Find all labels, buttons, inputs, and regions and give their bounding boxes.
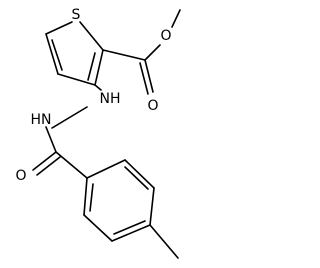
bond-ring-6-1-inner (89, 183, 94, 212)
bond-ring-3-4 (149, 187, 155, 226)
bond-ester-carbonyl (144, 59, 154, 93)
bond-nh-hn (51, 106, 88, 129)
atom-hydrazine-hn-label: HN (31, 112, 52, 128)
bond-amide-carbonyl-second (36, 156, 61, 176)
bond-s-c5 (45, 21, 73, 35)
atom-hydrazine-nh-label: NH (100, 91, 121, 107)
atom-ester-ether-oxygen-label: O (160, 28, 171, 44)
bond-c3-c2-inner (87, 52, 96, 81)
bond-c2-s (79, 21, 104, 51)
bond-oxygen-methyl (171, 9, 181, 28)
atom-ester-carbonyl-oxygen-label: O (147, 98, 158, 114)
bond-ring-6-1 (83, 177, 88, 216)
chemical-structure-diagram: S O O NH HN O (15, 7, 181, 259)
thiophene-ring (45, 21, 104, 86)
bond-ring-1-2 (86, 159, 126, 179)
bond-ring-5-6 (83, 214, 113, 242)
bond-ester-carbon-oxygen (144, 44, 161, 61)
atom-amide-oxygen-label: O (15, 168, 26, 184)
bond-ester-carbonyl-second (139, 62, 149, 95)
bond-c5-c4-inner (51, 39, 63, 71)
bond-ring-2-3 (124, 159, 155, 189)
bond-amide-carbonyl (32, 151, 57, 171)
bond-carbonyl-carbon-ring (55, 151, 88, 179)
bond-c4-c3 (57, 73, 96, 86)
bond-c2-ester-carbon (102, 49, 146, 61)
hydrazide-linkage (32, 84, 102, 179)
bond-ring-4-5-inner (113, 220, 146, 235)
bond-c3-nh (94, 84, 102, 91)
atom-labels: S O O NH HN O (15, 7, 171, 184)
bond-c5-c4 (45, 33, 59, 75)
bond-ring-4-5 (111, 224, 151, 242)
bond-ring-methyl (149, 224, 179, 259)
bond-c3-c2 (94, 49, 104, 86)
bond-ring-2-3-inner (124, 166, 149, 190)
methyl-ester-group (102, 9, 181, 95)
tolyl-ring (83, 159, 179, 259)
bond-hn-carbonyl-carbon (45, 126, 57, 153)
atom-sulfur-label: S (72, 7, 81, 23)
